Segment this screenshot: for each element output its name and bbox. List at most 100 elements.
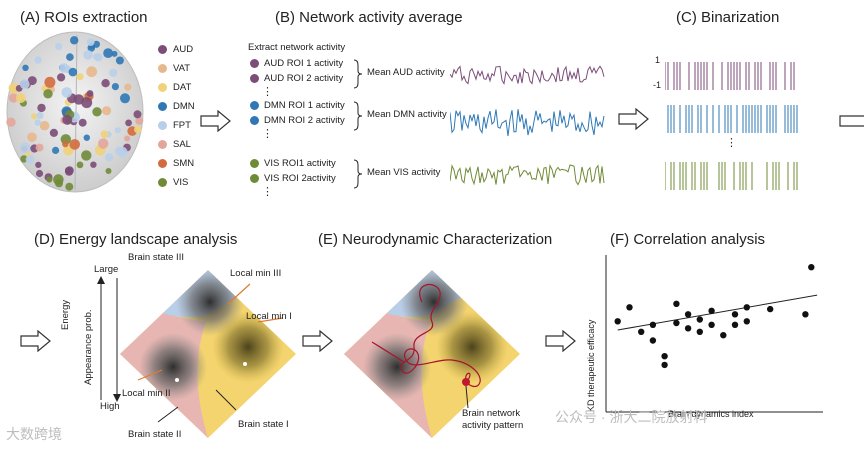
roi-dot — [76, 73, 84, 81]
brain-rois-image — [6, 31, 144, 193]
roi-activity-label: AUD ROI 1 activity — [264, 58, 344, 69]
scatter-point — [673, 319, 680, 327]
panel-f-title: (F) Correlation analysis — [610, 231, 766, 248]
watermark-left: 大数跨境 — [6, 426, 62, 442]
pattern-label-line1: Brain network — [462, 408, 521, 419]
roi-dot — [114, 127, 121, 134]
roi-dot — [52, 146, 60, 154]
legend-dot-icon — [158, 44, 167, 54]
roi-activity-row: DMN ROI 1 activity — [250, 100, 345, 111]
roi-dot — [111, 83, 119, 91]
roi-dot — [68, 67, 78, 77]
panel-e-title: (E) Neurodynamic Characterization — [318, 231, 553, 248]
legend-item: AUD — [158, 42, 193, 56]
aud-binary-bars — [665, 62, 795, 90]
brace-icon — [353, 101, 363, 131]
roi-dot — [86, 90, 94, 97]
trend-line — [617, 294, 818, 331]
roi-dot — [86, 66, 98, 78]
scatter-point — [708, 307, 715, 314]
arrow-right-icon — [618, 108, 649, 130]
roi-dot — [34, 56, 42, 64]
roi-dot — [69, 139, 80, 150]
roi-ellipsis: ⋮ — [262, 186, 273, 198]
legend-label: VIS — [173, 176, 189, 188]
roi-dot — [22, 64, 29, 71]
roi-dot — [15, 93, 26, 103]
neurodynamic-landscape — [344, 270, 520, 438]
roi-dot — [105, 168, 112, 174]
roi-dot — [25, 154, 35, 164]
roi-dot-icon — [250, 59, 259, 68]
roi-activity-label: VIS ROI 2activity — [264, 173, 336, 184]
roi-dot — [115, 56, 124, 65]
roi-dot — [36, 112, 44, 119]
roi-dot — [55, 42, 63, 51]
scatter-point — [649, 321, 657, 328]
dmn-trace — [450, 109, 605, 137]
roi-dot — [86, 38, 95, 46]
panel-c-title: (C) Binarization — [676, 9, 780, 26]
scatter-point — [720, 332, 727, 339]
roi-dot-icon — [250, 101, 259, 110]
roi-ellipsis: ⋮ — [262, 86, 273, 98]
legend-item: VAT — [158, 61, 190, 75]
roi-dots — [6, 36, 144, 191]
roi-dot — [34, 119, 42, 126]
roi-dot — [134, 125, 142, 134]
legend-dot-icon — [158, 82, 167, 92]
scatter-point — [731, 311, 739, 318]
roi-ellipsis: ⋮ — [262, 128, 273, 140]
activity-traces — [450, 65, 605, 186]
scatter-point — [684, 311, 692, 318]
binary-top-value: 1 — [655, 55, 661, 65]
roi-dot-icon — [250, 116, 259, 125]
roi-dot — [90, 161, 97, 168]
roi-dot — [101, 79, 110, 88]
dmn-binary-bars — [667, 105, 798, 133]
watermark-right: 公众号 · 浙大二院放射科 — [555, 409, 708, 425]
arrow-right-icon — [302, 330, 333, 352]
legend-label: VAT — [173, 62, 191, 74]
energy-large-label: Large — [94, 264, 119, 275]
arrow-right-icon — [545, 330, 576, 352]
roi-dot — [37, 103, 46, 113]
scatter-point — [708, 321, 715, 328]
scatter-point — [638, 328, 645, 335]
arrow-right-icon — [200, 110, 231, 132]
roi-dot — [53, 174, 64, 185]
legend-dot-icon — [158, 63, 167, 73]
legend-item: DAT — [158, 80, 191, 94]
scatter-point — [808, 264, 815, 271]
roi-dot — [35, 161, 42, 168]
legend-dot-icon — [158, 158, 167, 168]
roi-dot — [35, 169, 44, 178]
binarized-signals — [665, 62, 798, 190]
activity-pattern-point — [462, 378, 470, 386]
roi-dot — [93, 53, 100, 61]
roi-dot — [135, 116, 144, 125]
scatter-point — [614, 318, 621, 325]
roi-dot — [19, 142, 31, 154]
roi-dot — [120, 93, 130, 104]
panel-b-title: (B) Network activity average — [275, 9, 463, 26]
roi-activity-label: AUD ROI 2 activity — [264, 73, 344, 84]
roi-dot — [133, 110, 142, 119]
roi-activity-label: DMN ROI 2 activity — [264, 115, 345, 126]
roi-dot — [49, 128, 59, 137]
roi-activity-row: AUD ROI 1 activity — [250, 58, 343, 69]
legend-label: SMN — [173, 157, 195, 169]
roi-dot-icon — [250, 159, 259, 168]
panel-d-title: (D) Energy landscape analysis — [34, 231, 238, 248]
legend-item: FPT — [158, 118, 191, 132]
roi-dot — [109, 68, 118, 77]
scatter-point — [767, 305, 774, 313]
scatter-point — [661, 361, 668, 369]
roi-dot — [62, 140, 69, 148]
legend-label: DMN — [173, 100, 195, 112]
roi-dot — [87, 44, 96, 52]
scatter-point — [802, 311, 809, 318]
roi-dot — [70, 36, 79, 45]
local-min-2-label: Local min II — [122, 388, 171, 399]
